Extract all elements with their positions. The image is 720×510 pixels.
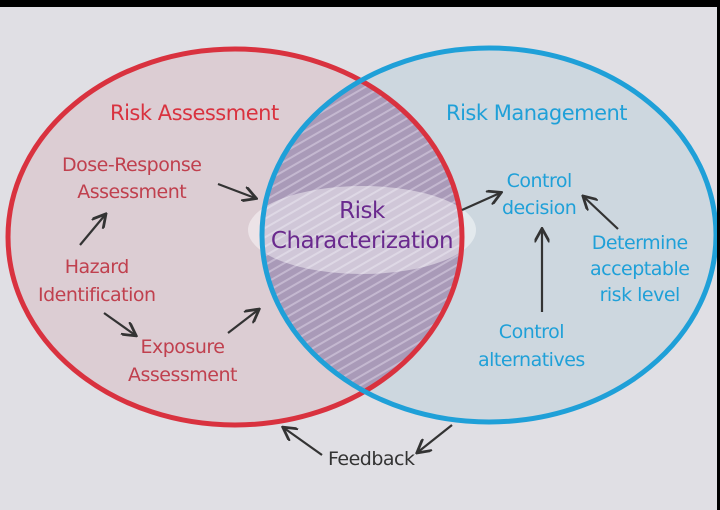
- arrow-dose-to-char: [217, 182, 255, 198]
- arrow-feedback-left: [284, 428, 323, 456]
- overlap-region: [262, 49, 462, 422]
- characterization-highlight: [248, 186, 476, 274]
- arrows: [79, 182, 619, 456]
- determine-risk-level-label: Determine acceptable risk level: [590, 232, 690, 306]
- venn-svg: [5, 45, 717, 456]
- risk-assessment-title: Risk Assessment: [110, 101, 279, 125]
- control-alternatives-label: Control alternatives: [478, 321, 585, 371]
- risk-management-title: Risk Management: [446, 101, 628, 125]
- arrow-feedback-right: [418, 424, 453, 452]
- control-decision-label: Control decision: [502, 170, 577, 219]
- arrow-exposure-to-char: [227, 310, 258, 334]
- arrow-char-to-decision: [461, 193, 500, 212]
- arrow-hazard-to-dose: [79, 215, 105, 246]
- risk-venn-diagram: Risk Assessment Dose-Response Assessment…: [0, 7, 717, 510]
- exposure-assessment-label: Exposure Assessment: [128, 336, 237, 386]
- arrow-determine-to-decision: [584, 197, 619, 230]
- risk-characterization-label: Risk Characterization: [270, 198, 454, 254]
- arrow-hazard-to-exposure: [103, 312, 135, 335]
- feedback-label: Feedback: [328, 448, 415, 470]
- hazard-identification-label: Hazard Identification: [38, 256, 156, 306]
- dose-response-label: Dose-Response Assessment: [62, 154, 202, 203]
